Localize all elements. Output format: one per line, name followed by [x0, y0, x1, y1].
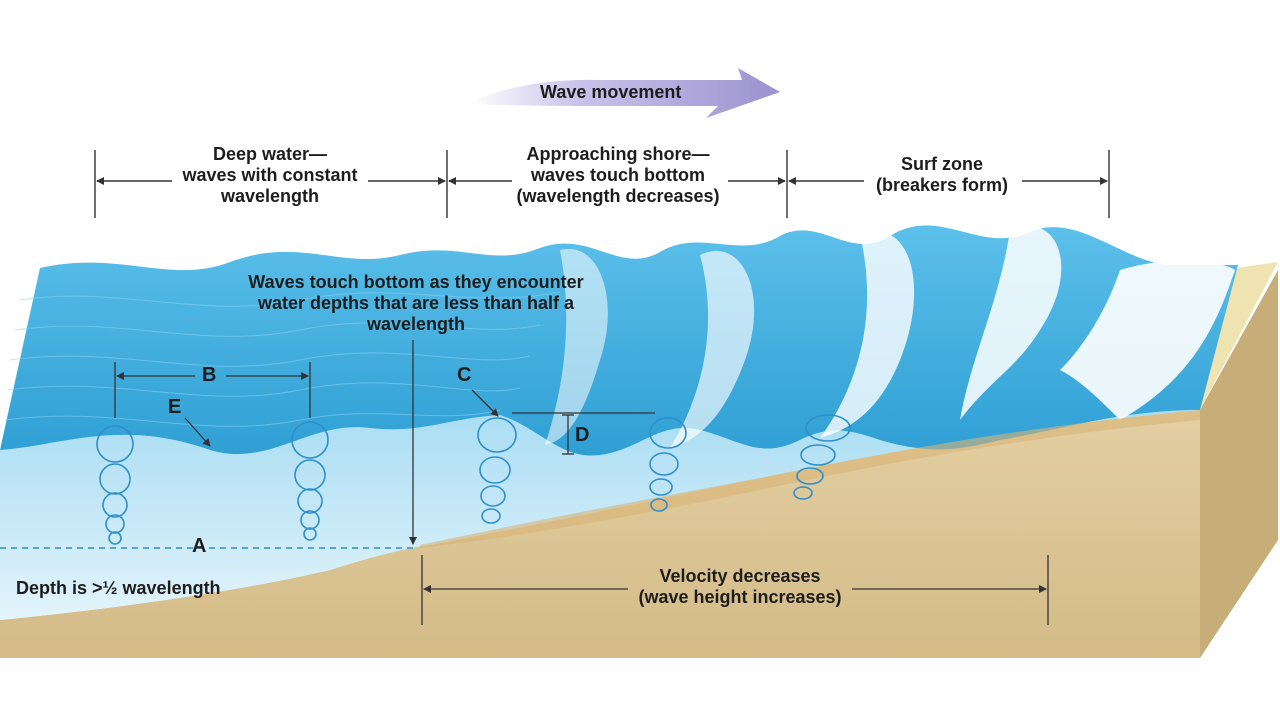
- wave-movement-arrow: [468, 68, 780, 118]
- surf-line-1: Surf zone: [900, 154, 983, 174]
- deep-water-line-2: waves with constant: [182, 165, 358, 185]
- label-c: C: [457, 364, 472, 386]
- velocity-note: Velocity decreases (wave height increase…: [628, 566, 852, 608]
- sand-side-face: [1200, 270, 1278, 658]
- deep-water-line-3: wavelength: [220, 186, 320, 206]
- depth-note: Depth is >½ wavelength: [16, 578, 221, 598]
- approach-line-2: waves touch bottom: [530, 165, 705, 185]
- surf-line-2: (breakers form): [875, 175, 1009, 195]
- touch-note-line-1: Waves touch bottom as they encounter: [248, 272, 584, 292]
- orbits-deep-2: [291, 421, 329, 541]
- touch-note-line-3: wavelength: [366, 314, 466, 334]
- e-pointer: [184, 417, 211, 447]
- orbits-approach-1: [477, 417, 517, 524]
- touch-note-line-2: water depths that are less than half a: [257, 293, 575, 313]
- velocity-line-2: (wave height increases): [638, 587, 842, 607]
- breaker-foam: [545, 226, 1235, 448]
- surf-zone-label: Surf zone (breakers form): [864, 154, 1020, 196]
- orbits-deep-1: [96, 425, 134, 545]
- zone-extent-lines: [94, 150, 1110, 218]
- touch-bottom-note: Waves touch bottom as they encounter wat…: [236, 272, 596, 335]
- wave-movement-label: Wave movement: [540, 82, 682, 102]
- deep-water-label: Deep water— waves with constant waveleng…: [172, 144, 368, 207]
- velocity-measure: [421, 555, 1049, 625]
- suspended-sediment: [420, 410, 1200, 548]
- label-d: D: [575, 424, 590, 446]
- velocity-line-1: Velocity decreases: [659, 566, 821, 586]
- label-b: B: [202, 364, 217, 386]
- c-pointer: [471, 389, 499, 417]
- approach-line-1: Approaching shore—: [526, 144, 710, 164]
- approach-line-3: (wavelength decreases): [516, 186, 720, 206]
- surface-texture: [4, 291, 561, 427]
- orbits-approach-2: [649, 417, 687, 512]
- approaching-shore-label: Approaching shore— waves touch bottom (w…: [502, 144, 734, 207]
- label-e: E: [168, 396, 182, 418]
- deep-water-line-1: Deep water—: [212, 144, 328, 164]
- sand-front-face: [0, 410, 1200, 658]
- label-a: A: [192, 535, 207, 557]
- water-cross-section: [0, 410, 1200, 620]
- wave-height-measure: [512, 412, 655, 455]
- orbits-surf: [793, 414, 851, 500]
- wavelength-measure: [114, 362, 311, 418]
